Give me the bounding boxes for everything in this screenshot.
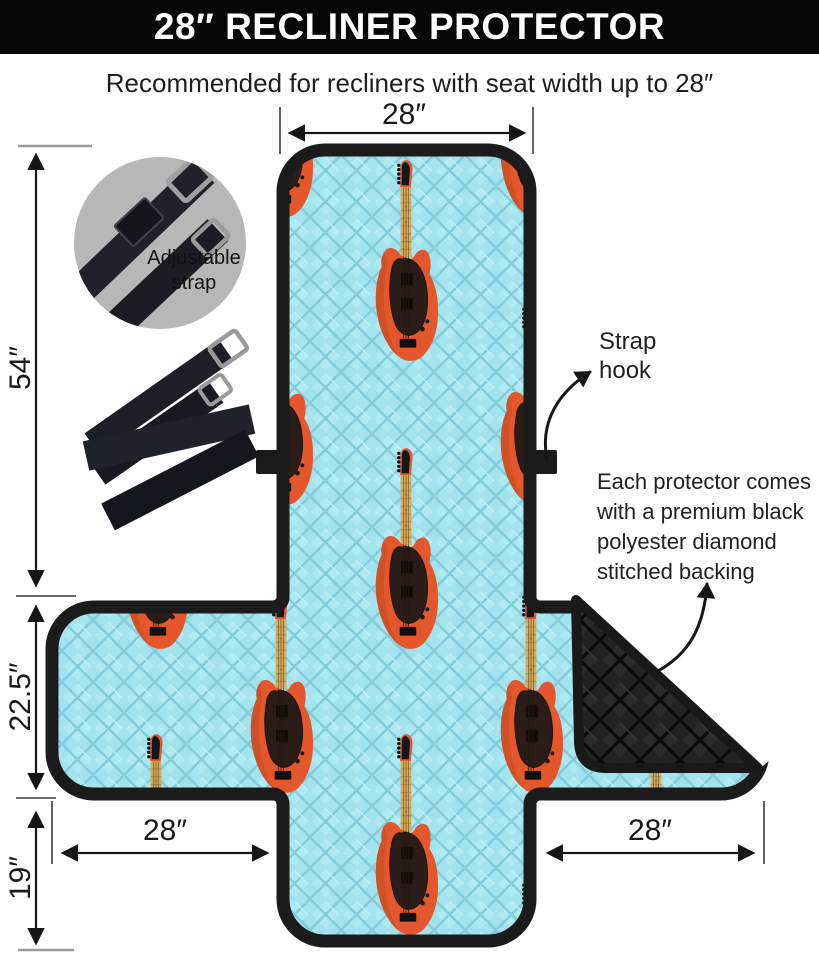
left-width-label: 28″	[143, 814, 187, 847]
dimension-wing-depth	[16, 604, 56, 799]
strap	[74, 219, 229, 329]
backing-note-line: stitched backing	[597, 559, 755, 584]
fold-cutout	[574, 595, 784, 770]
slider-buckle	[113, 197, 165, 247]
dimension-top-width	[279, 107, 534, 154]
backing-note-line: polyester diamond	[597, 529, 777, 554]
strap	[101, 429, 259, 531]
top-width-label: 28″	[382, 98, 426, 131]
dimension-back-height	[16, 144, 92, 597]
metal-hook	[207, 328, 250, 369]
backing-note-callout: Each protector comes with a premium blac…	[596, 469, 811, 674]
metal-hook	[190, 217, 231, 258]
strap-hook-label-1: Strap	[599, 328, 656, 355]
metal-hook	[197, 372, 234, 407]
subtitle: Recommended for recliners with seat widt…	[105, 68, 714, 98]
adjustable-strap-label-1: Adjustable	[147, 247, 240, 269]
wing-depth-label: 22.5″	[4, 662, 37, 731]
strap	[84, 339, 234, 455]
back-height-label: 54″	[4, 346, 37, 390]
strap-hook-label-2: hook	[599, 357, 652, 384]
adjustable-strap-label-2: strap	[172, 272, 216, 294]
front-skirt-label: 19″	[4, 856, 37, 900]
strap-hook-callout: Strap hook	[543, 328, 656, 462]
dimension-left-width	[51, 801, 270, 864]
callout-arrow	[543, 370, 592, 462]
folded-corner	[571, 595, 784, 773]
strap	[82, 404, 256, 471]
dimension-right-width	[545, 801, 765, 864]
adjustable-strap-inset: Adjustable strap	[74, 157, 246, 329]
page-title: 28″ RECLINER PROTECTOR	[153, 6, 666, 47]
piping-border	[45, 143, 770, 948]
right-width-label: 28″	[628, 814, 672, 847]
backing-fold	[571, 595, 763, 773]
callout-arrow	[654, 582, 716, 674]
backing-note-line: Each protector comes	[597, 469, 811, 494]
dimension-front-skirt	[18, 810, 74, 952]
straps-photo	[82, 328, 259, 531]
inset-circle	[74, 157, 246, 329]
backing-note-line: with a premium black	[596, 499, 805, 524]
header-bar: 28″ RECLINER PROTECTOR	[0, 0, 819, 54]
